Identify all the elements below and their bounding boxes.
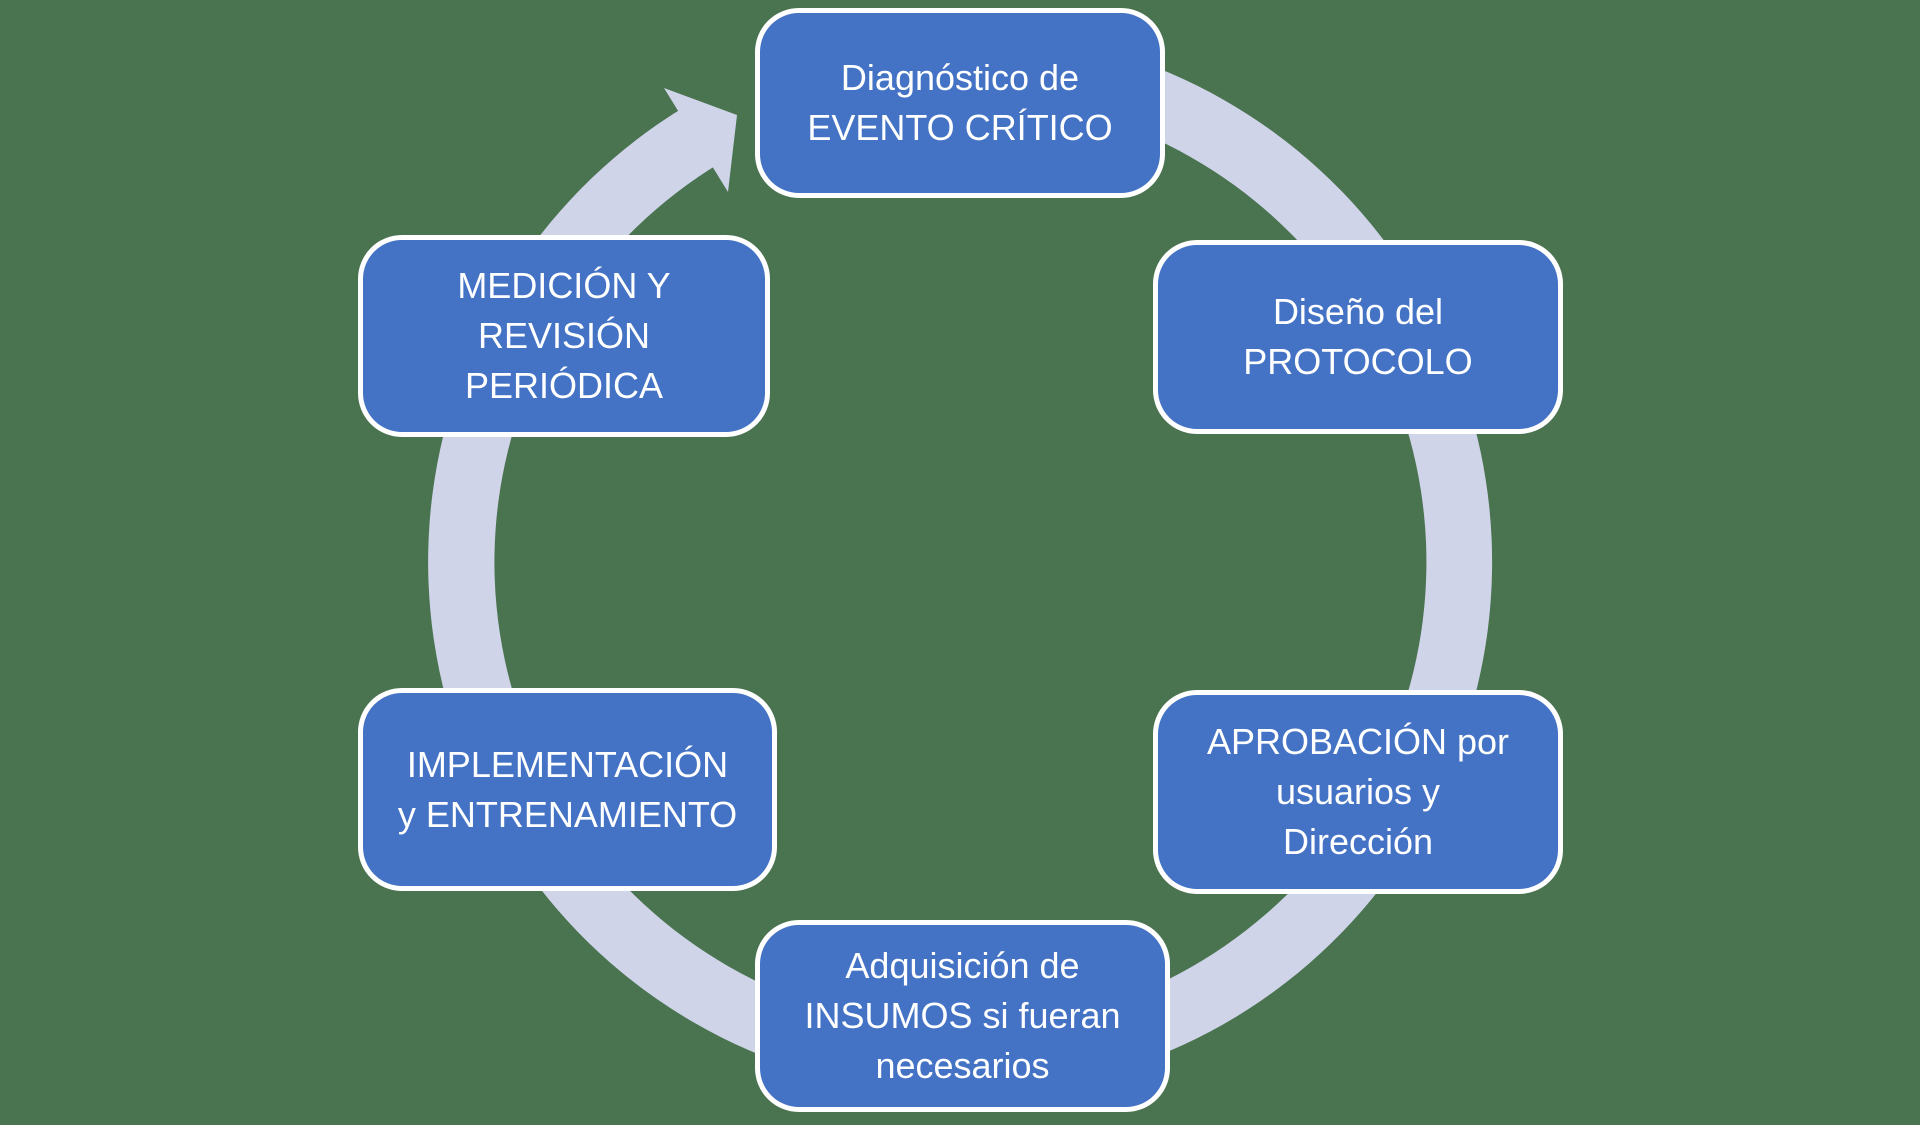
cycle-step-diagnostico-evento-critico: Diagnóstico de EVENTO CRÍTICO [755, 8, 1165, 198]
step-text-line: MEDICIÓN Y [457, 265, 671, 306]
step-text-line: Adquisición de [845, 945, 1080, 986]
cycle-step-implementacion-entrenamiento: IMPLEMENTACIÓN y ENTRENAMIENTO [358, 688, 777, 891]
step-text-line: IMPLEMENTACIÓN [406, 743, 729, 785]
step-text-line: PERIÓDICA [464, 365, 664, 406]
step-text-line: APROBACIÓN por [1206, 721, 1510, 762]
cycle-step-aprobacion-usuarios-direccion: APROBACIÓN por usuarios y Dirección [1153, 690, 1563, 894]
cycle-step-diseno-protocolo: Diseño del PROTOCOLO [1153, 240, 1563, 434]
cycle-step-medicion-revision-periodica: MEDICIÓN Y REVISIÓN PERIÓDICA [358, 235, 770, 437]
step-text-line: EVENTO CRÍTICO [807, 107, 1113, 148]
step-text-line: y ENTRENAMIENTO [397, 793, 738, 835]
cycle-step-adquisicion-insumos: Adquisición de INSUMOS si fueran necesar… [755, 920, 1170, 1112]
step-text-line: REVISIÓN [477, 315, 651, 356]
step-text-line: usuarios y [1275, 771, 1441, 812]
step-text-line: Dirección [1282, 821, 1434, 862]
step-text-line: PROTOCOLO [1243, 341, 1473, 382]
step-text-line: Diseño del [1272, 291, 1444, 332]
step-text-line: Diagnóstico de [840, 57, 1080, 98]
step-text-line: INSUMOS si fueran [804, 995, 1121, 1036]
cycle-arrow-head-icon [664, 88, 737, 192]
step-text-line: necesarios [875, 1045, 1050, 1086]
